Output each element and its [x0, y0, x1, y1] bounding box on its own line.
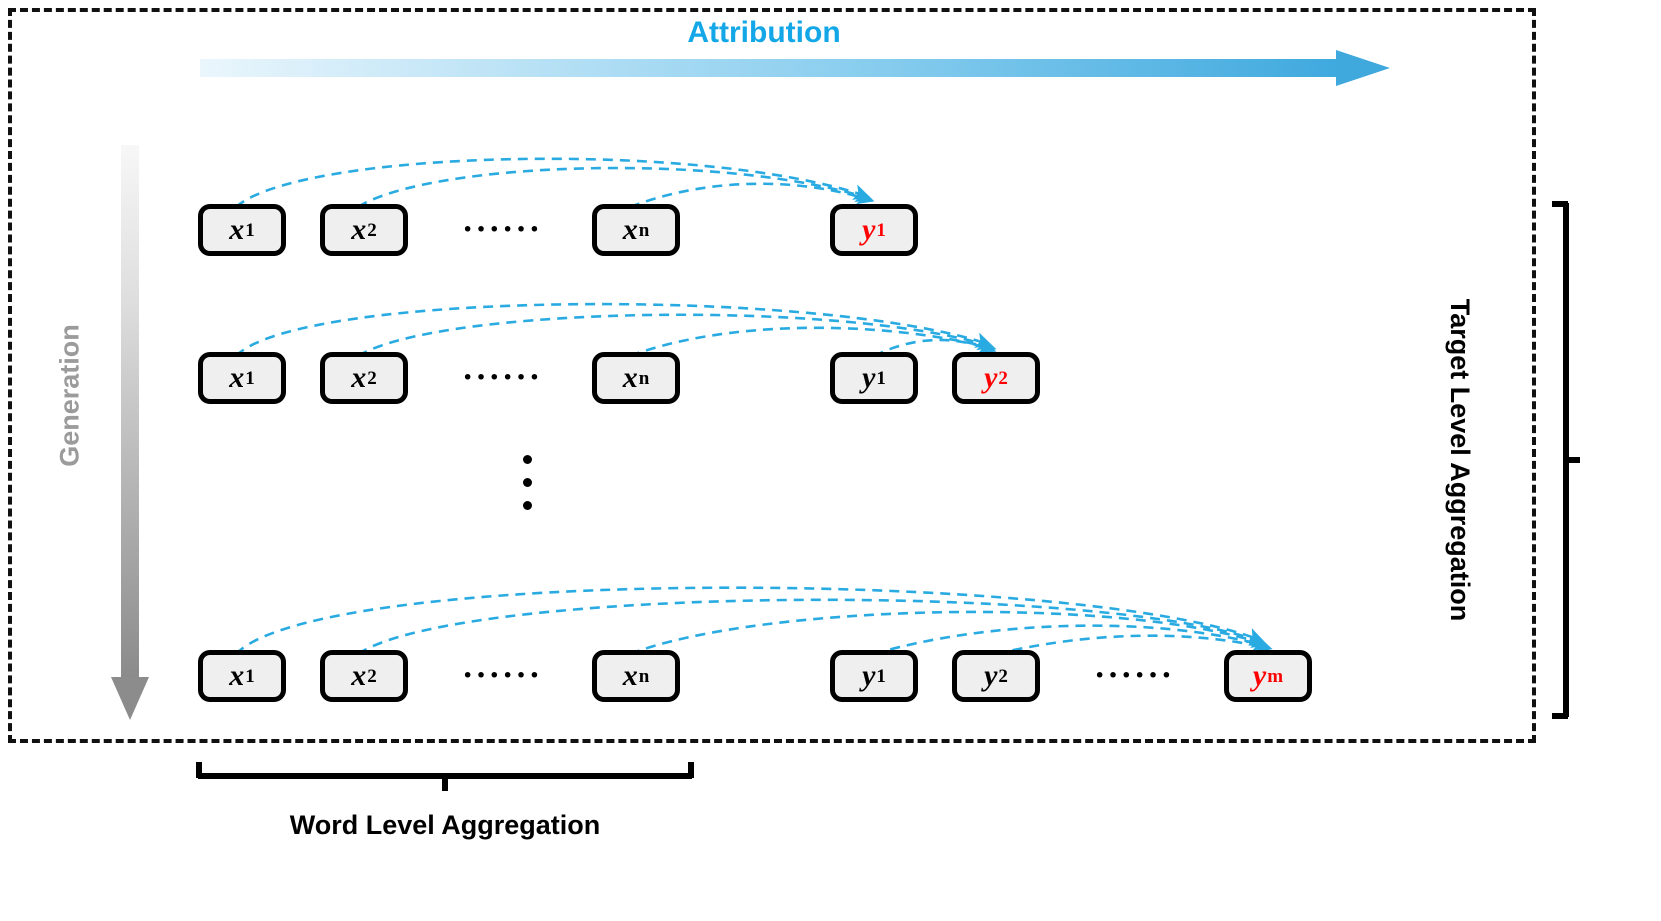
generation-arrow [111, 145, 149, 720]
rowm-ellipsis-y: ······ [1094, 657, 1175, 694]
attribution-frame [8, 8, 1536, 743]
word-level-bracket [196, 762, 694, 791]
word-level-aggregation-label: Word Level Aggregation [289, 810, 601, 840]
attribution-title: Attribution [687, 16, 841, 49]
generation-label: Generation [54, 324, 85, 467]
target-level-aggregation-label: Target Level Aggregation [1445, 298, 1475, 622]
target-level-bracket [1552, 201, 1580, 719]
attribution-arrow [200, 50, 1390, 86]
rows-vertical-ellipsis [516, 455, 538, 510]
row1-ellipsis: ······ [462, 211, 543, 248]
rowm-ellipsis-x: ······ [462, 657, 543, 694]
row2-ellipsis: ······ [462, 359, 543, 396]
